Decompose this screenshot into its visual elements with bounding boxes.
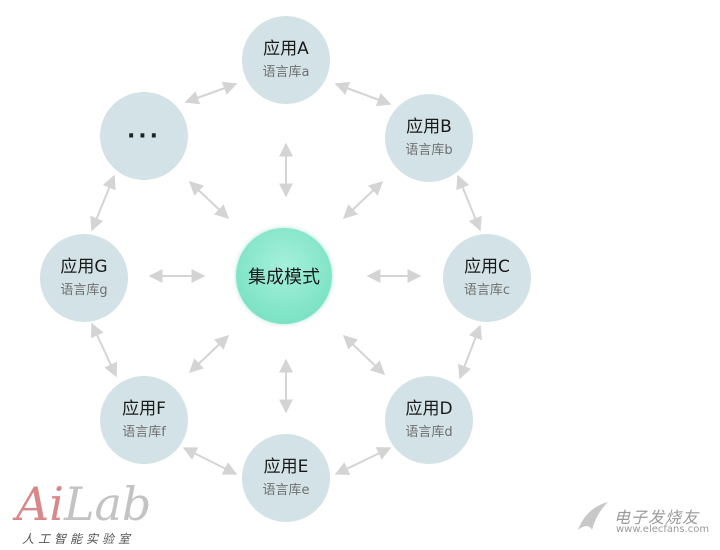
node-app-f: 应用F 语言库f (100, 376, 188, 464)
watermark-url: www.elecfans.com (616, 524, 710, 535)
node-title: 应用G (60, 257, 108, 277)
center-node-integration-mode: 集成模式 (236, 228, 332, 324)
node-app-a: 应用A 语言库a (242, 16, 330, 104)
logo-subtitle: 人工智能实验室 (22, 532, 135, 546)
node-title: 应用D (405, 399, 453, 419)
watermark-name: 电子发烧友 (614, 508, 700, 527)
watermark-swoosh-icon (578, 502, 608, 530)
node-subtitle: 语言库e (262, 483, 310, 498)
node-title: 应用E (263, 457, 309, 477)
arrow-e-f (182, 447, 238, 475)
node-subtitle: 语言库c (463, 283, 511, 298)
center-node-label: 集成模式 (248, 267, 320, 288)
arrow-a-b (334, 81, 392, 107)
node-subtitle: 语言库b (405, 143, 453, 158)
arrow-g-more (90, 174, 116, 232)
ailab-logo: AiLab 人工智能实验室 (12, 478, 202, 548)
node-title: 应用C (464, 257, 510, 277)
node-title: 应用A (263, 39, 309, 59)
logo-ai: Ai (16, 477, 64, 531)
node-app-b: 应用B 语言库b (385, 94, 473, 182)
arrow-center-d (342, 335, 386, 375)
node-app-e: 应用E 语言库e (242, 434, 330, 522)
arrow-more-a (184, 81, 238, 105)
node-app-d: 应用D 语言库d (385, 376, 473, 464)
node-subtitle: 语言库g (60, 283, 108, 298)
elecfans-watermark: 电子发烧友 www.elecfans.com (572, 496, 712, 540)
arrow-center-more (188, 181, 230, 219)
node-subtitle: 语言库a (262, 65, 310, 80)
node-app-c: 应用C 语言库c (443, 234, 531, 322)
arrow-d-e (334, 447, 392, 475)
arrow-center-f (188, 335, 230, 373)
node-title: 应用F (122, 399, 166, 419)
arrow-b-c (456, 174, 482, 232)
node-subtitle: 语言库d (405, 425, 453, 440)
arrow-c-d (457, 324, 483, 380)
logo-wordmark: AiLab (16, 478, 151, 530)
more-ellipsis: ··· (126, 123, 162, 149)
arrow-f-g (90, 322, 118, 378)
node-more: ··· (100, 92, 188, 180)
logo-lab: Lab (63, 477, 152, 531)
arrow-center-b (342, 181, 384, 219)
node-app-g: 应用G 语言库g (40, 234, 128, 322)
node-title: 应用B (406, 117, 452, 137)
node-subtitle: 语言库f (122, 425, 166, 440)
